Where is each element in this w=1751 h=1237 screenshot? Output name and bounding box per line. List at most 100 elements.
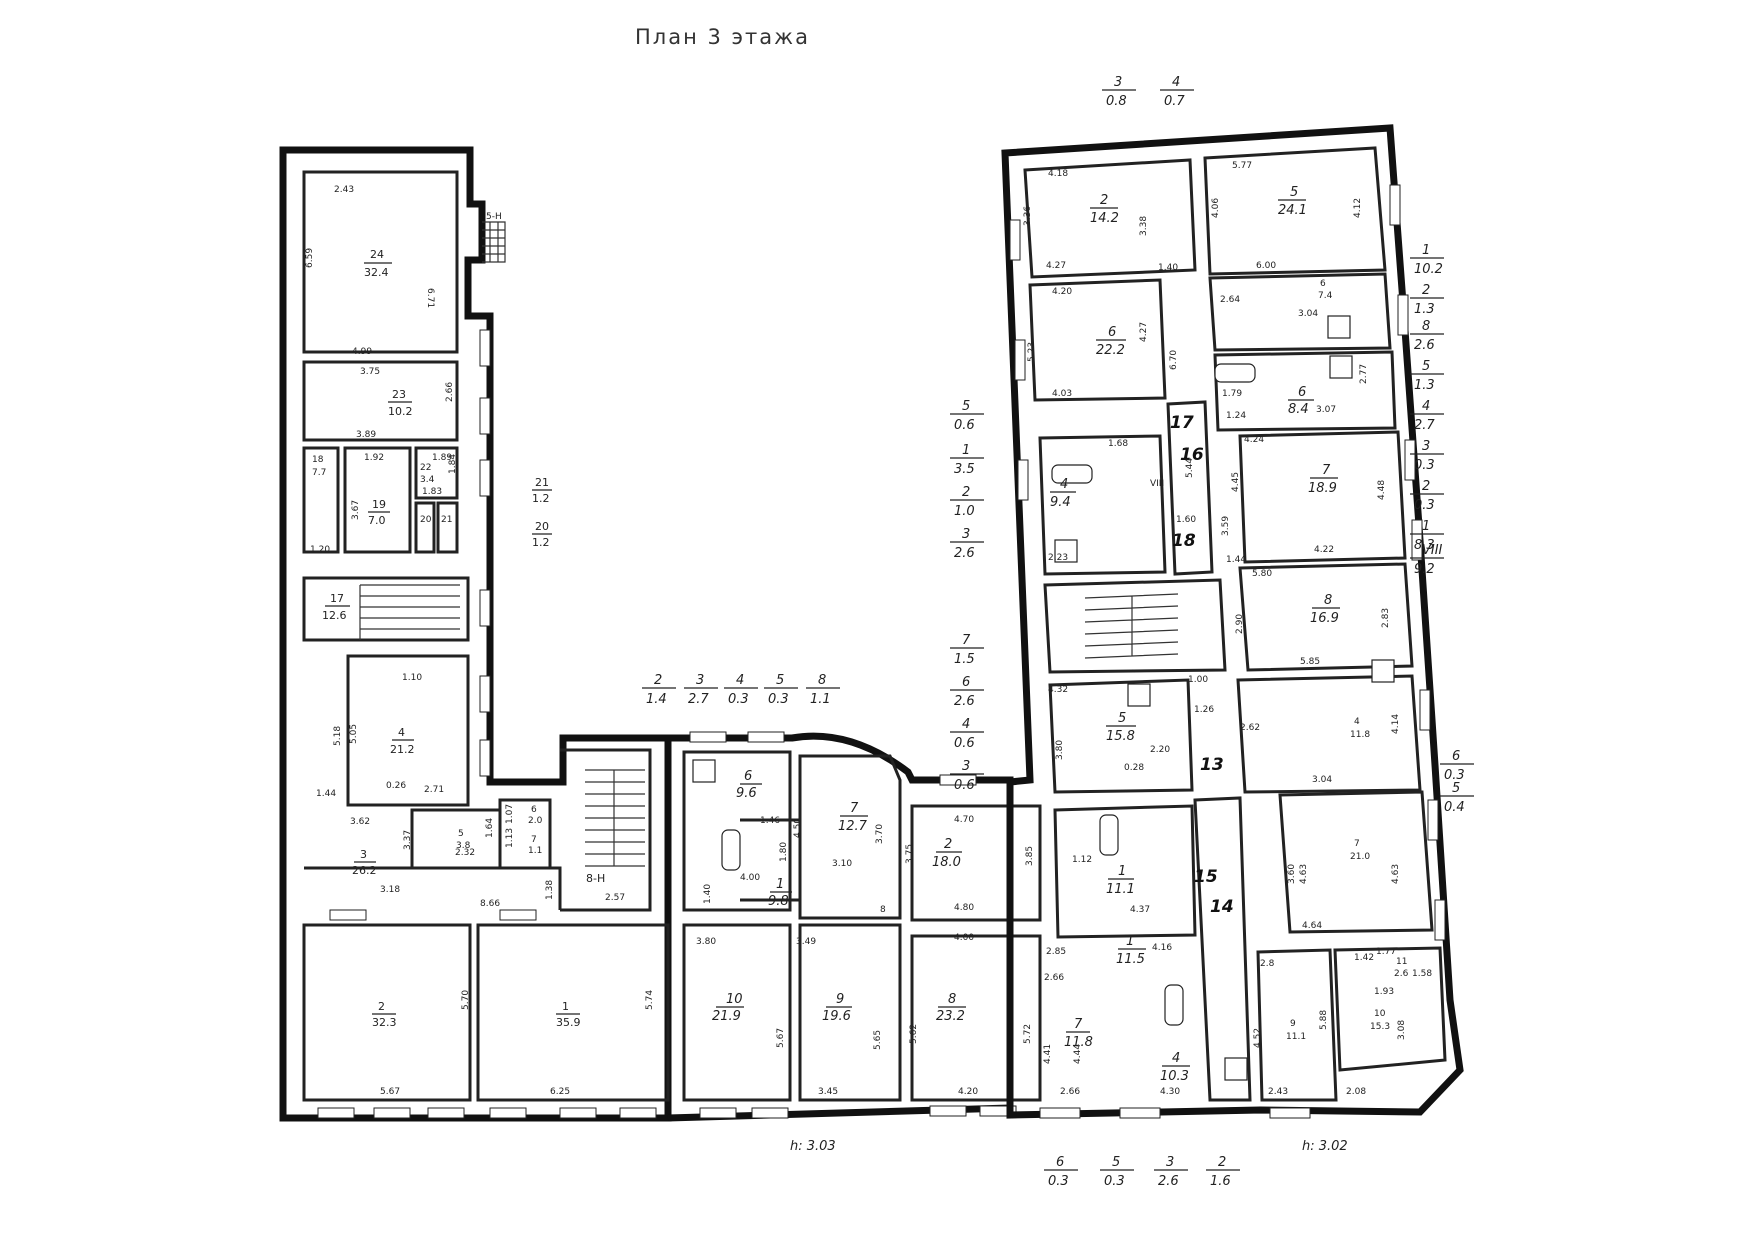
svg-text:4: 4 — [1060, 477, 1068, 492]
dimension-label: 3.59 — [1221, 516, 1231, 536]
dimension-label: 1.93 — [1374, 987, 1394, 997]
svg-text:6: 6 — [1056, 1155, 1064, 1170]
svg-text:18.9: 18.9 — [1308, 481, 1337, 496]
dimension-label: 6.71 — [425, 288, 435, 308]
svg-text:12.7: 12.7 — [838, 819, 868, 834]
fraction-label: 30.3 — [1410, 439, 1444, 473]
svg-text:9: 9 — [836, 992, 844, 1007]
svg-text:2.6: 2.6 — [954, 546, 975, 561]
svg-text:20: 20 — [420, 515, 432, 525]
svg-text:9.8: 9.8 — [768, 894, 789, 909]
dimension-label: 5.05 — [349, 724, 359, 744]
fraction-label: 21.3 — [1410, 283, 1444, 317]
dimension-label: 1.64 — [485, 818, 495, 838]
fraction-lists: 30.840.750.613.521.032.621.432.740.350.3… — [642, 75, 1474, 1189]
svg-text:3.8: 3.8 — [456, 841, 471, 851]
svg-text:1.6: 1.6 — [1210, 1174, 1231, 1189]
svg-text:1: 1 — [962, 443, 970, 458]
room-label-7: 71.1 — [528, 835, 542, 856]
dimension-label: 5.44 — [1185, 458, 1195, 478]
dimension-label: 2.85 — [1046, 947, 1066, 957]
dimension-label: 2.43 — [334, 185, 354, 195]
dimension-label: 4.12 — [1353, 198, 1363, 218]
svg-text:35.9: 35.9 — [556, 1016, 581, 1029]
dimension-label: 1.00 — [1188, 675, 1208, 685]
svg-text:0.3: 0.3 — [1048, 1174, 1069, 1189]
svg-text:21.9: 21.9 — [712, 1009, 741, 1024]
dimension-label: 1.24 — [1226, 411, 1246, 421]
dimension-label: 1.60 — [1176, 515, 1196, 525]
dimension-label: 4.27 — [1046, 261, 1066, 271]
svg-text:0.7: 0.7 — [1164, 94, 1185, 109]
svg-text:9.6: 9.6 — [736, 786, 757, 801]
dimension-label: 1.44 — [316, 789, 336, 799]
dimension-label: 1.83 — [422, 487, 442, 497]
dimension-label: 3.10 — [832, 859, 852, 869]
svg-text:18: 18 — [312, 455, 324, 465]
mark-5n: 5-Н — [486, 212, 502, 222]
svg-text:10.3: 10.3 — [1160, 1069, 1189, 1084]
svg-text:21: 21 — [441, 515, 452, 525]
svg-text:4: 4 — [736, 673, 744, 688]
dimension-label: 3.49 — [796, 937, 816, 947]
room-label-2: 232.3 — [372, 1000, 397, 1029]
svg-text:5: 5 — [1452, 781, 1460, 796]
svg-text:11.8: 11.8 — [1064, 1035, 1093, 1050]
room-label-mid-6: 69.6 — [736, 769, 762, 801]
svg-text:12.6: 12.6 — [322, 609, 347, 622]
dimension-label: 1.79 — [1222, 389, 1242, 399]
svg-text:16.9: 16.9 — [1310, 611, 1339, 626]
fraction-label: 21.6 — [1206, 1155, 1240, 1189]
dimension-label: 2.23 — [1048, 553, 1068, 563]
svg-text:1: 1 — [1118, 864, 1126, 879]
dimension-label: 3.04 — [1312, 775, 1332, 785]
svg-text:9.4: 9.4 — [1050, 495, 1071, 510]
left-windows — [317, 329, 657, 1119]
corridor-18: 18 — [1172, 531, 1196, 551]
svg-text:1: 1 — [776, 877, 784, 892]
dimension-label: 3.07 — [1316, 405, 1336, 415]
svg-text:8: 8 — [1422, 319, 1430, 334]
dimension-label: 3.80 — [696, 937, 716, 947]
svg-text:8: 8 — [948, 992, 956, 1007]
room-label-mid-8: 8 — [880, 905, 886, 915]
svg-text:1.0: 1.0 — [954, 504, 975, 519]
dimension-label: 1.89 — [432, 453, 452, 463]
corridor-13: 13 — [1200, 755, 1224, 775]
svg-text:1.3: 1.3 — [1414, 378, 1435, 393]
room-label-5: 53.8 — [456, 829, 471, 851]
svg-text:5: 5 — [1422, 359, 1430, 374]
dimension-label: 1.80 — [779, 842, 789, 862]
svg-text:32.3: 32.3 — [372, 1016, 397, 1029]
stairs-right — [1084, 593, 1179, 659]
dimension-label: 1.13 — [505, 828, 515, 848]
svg-text:11.5: 11.5 — [1116, 952, 1145, 967]
fraction-label: 21.4 — [642, 673, 676, 707]
dimension-label: 5.72 — [1023, 1024, 1033, 1044]
dimension-label: 3.70 — [875, 824, 885, 844]
height-left: h: 3.03 — [790, 1139, 836, 1154]
svg-text:7.7: 7.7 — [312, 468, 326, 478]
fraction-label: 60.3 — [1044, 1155, 1078, 1189]
room-label-9: 919.6 — [822, 992, 852, 1024]
dimension-label: 3.62 — [350, 817, 370, 827]
room-label-mid-4: 410.3 — [1160, 1051, 1190, 1084]
dimension-label: 4.99 — [352, 347, 372, 357]
dimension-label: 2.62 — [1240, 723, 1260, 733]
svg-text:1.4: 1.4 — [646, 692, 667, 707]
dimension-label: 3.60 — [1287, 864, 1297, 884]
svg-text:0.3: 0.3 — [1104, 1174, 1125, 1189]
fraction-label: 13.5 — [950, 443, 984, 477]
svg-text:2: 2 — [1218, 1155, 1226, 1170]
dimension-label: 5.80 — [1252, 569, 1272, 579]
svg-text:0.3: 0.3 — [1444, 768, 1465, 783]
room-label-mid-2: 218.0 — [932, 837, 962, 870]
svg-text:6: 6 — [1298, 385, 1306, 400]
svg-text:0.6: 0.6 — [954, 778, 975, 793]
dimension-label: 5.62 — [909, 1024, 919, 1044]
svg-text:24.1: 24.1 — [1278, 203, 1307, 218]
dimension-label: 2.8 — [1260, 959, 1275, 969]
dimension-label: 4.00 — [954, 933, 974, 943]
